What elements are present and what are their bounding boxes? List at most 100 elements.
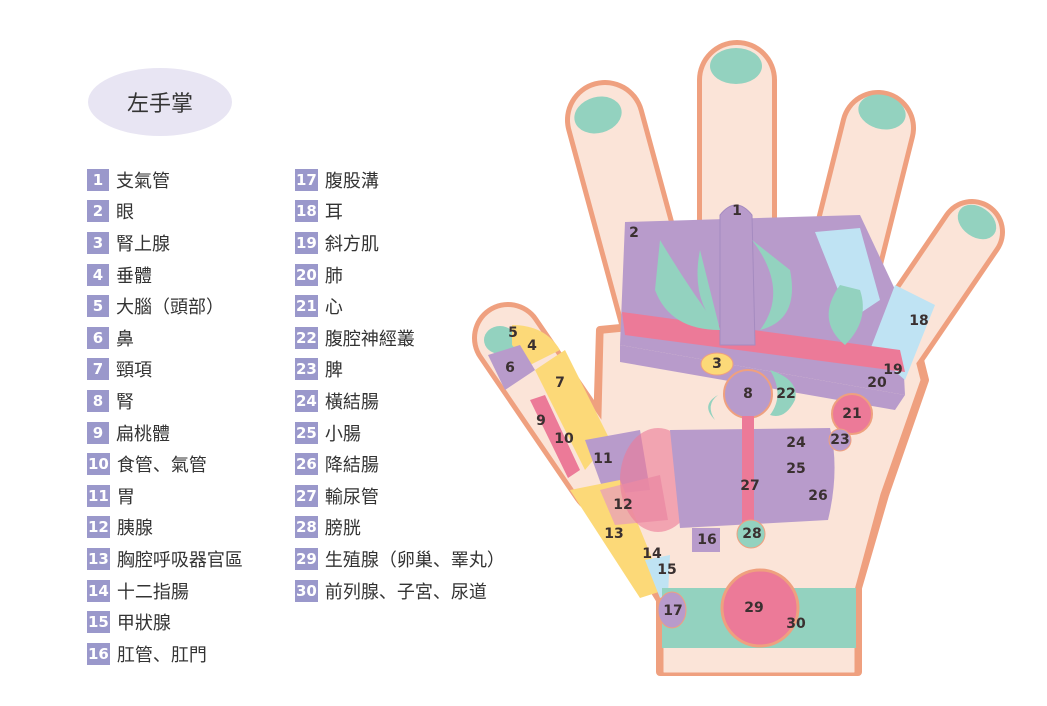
legend-number-badge: 23: [295, 358, 318, 381]
legend-item: 27 輸尿管: [295, 480, 505, 512]
legend-number-badge: 17: [295, 168, 318, 191]
region-label: 11: [593, 451, 612, 467]
region-label: 27: [740, 478, 759, 494]
legend-item: 24 橫結腸: [295, 385, 505, 417]
legend-number-badge: 8: [87, 389, 109, 412]
legend-label: 輸尿管: [324, 486, 379, 508]
region-gonads: [720, 568, 800, 648]
region-label: 23: [830, 432, 849, 448]
region-label: 26: [808, 488, 827, 504]
region-label: 7: [555, 375, 565, 391]
legend-item: 22 腹腔神經叢: [295, 322, 505, 354]
legend-label: 橫結腸: [324, 391, 379, 413]
legend-item: 17 腹股溝: [295, 164, 505, 196]
region-bronchi: [719, 204, 756, 346]
legend-item: 10 食管、氣管: [87, 448, 243, 480]
region-teal-leaves: [655, 240, 863, 345]
legend-item: 12 胰腺: [87, 512, 243, 544]
region-groin: [657, 591, 687, 629]
legend-number-badge: 6: [87, 326, 109, 349]
region-label: 4: [527, 338, 537, 354]
region-label: 30: [786, 616, 806, 632]
legend-label: 大腦（頭部）: [116, 297, 224, 319]
legend-label: 腹股溝: [324, 170, 379, 192]
legend-number-badge: 4: [87, 263, 109, 286]
region-label: 21: [842, 406, 861, 422]
legend-number-badge: 22: [295, 326, 318, 349]
legend-number-badge: 29: [295, 547, 318, 570]
legend-label: 膀胱: [324, 518, 361, 540]
legend-number-badge: 25: [295, 421, 318, 444]
region-bladder: [736, 519, 766, 549]
legend-number-badge: 13: [87, 547, 110, 570]
region-label: 20: [867, 375, 887, 391]
region-ureter: [742, 416, 754, 526]
legend-label: 腎: [116, 391, 134, 413]
legend-item: 16 肛管、肛門: [87, 638, 243, 670]
legend-label: 胰腺: [116, 518, 153, 540]
legend-label: 頸項: [116, 360, 152, 382]
legend-item: 3 腎上腺: [87, 227, 243, 259]
region-label: 15: [657, 562, 676, 578]
region-label: 14: [642, 546, 662, 562]
legend-number-badge: 16: [87, 642, 110, 665]
legend-label: 扁桃體: [116, 423, 170, 445]
legend-number-badge: 21: [295, 295, 318, 318]
region-celiac: [770, 370, 796, 416]
region-nose: [488, 345, 535, 390]
legend-item: 18 耳: [295, 196, 505, 228]
hand-title: 左手掌: [88, 68, 232, 136]
legend-number-badge: 3: [87, 231, 109, 254]
region-label: 8: [743, 386, 753, 402]
legend-label: 食管、氣管: [116, 455, 207, 477]
legend-number-badge: 7: [87, 358, 109, 381]
legend-label: 胸腔呼吸器官區: [116, 549, 243, 571]
region-label: 24: [786, 435, 806, 451]
fingertip-nails: [484, 48, 997, 354]
legend-label: 耳: [324, 202, 343, 224]
legend-label: 眼: [116, 202, 134, 224]
legend-number-badge: 12: [87, 516, 110, 539]
region-label: 2: [629, 225, 639, 241]
region-heart: [831, 393, 873, 435]
legend-label: 心: [324, 297, 343, 319]
region-label: 25: [786, 461, 805, 477]
legend-item: 11 胃: [87, 480, 243, 512]
legend-number-badge: 20: [295, 263, 318, 286]
legend-number-badge: 9: [87, 421, 109, 444]
legend-label: 腎上腺: [116, 233, 170, 255]
legend-label: 前列腺、子宮、尿道: [324, 581, 487, 603]
region-anus: [692, 528, 720, 552]
legend-label: 降結腸: [324, 455, 379, 477]
region-chest: [570, 480, 665, 598]
region-label: 29: [744, 600, 763, 616]
legend-number-badge: 10: [87, 453, 110, 476]
region-label: 22: [776, 386, 795, 402]
region-esophagus: [530, 395, 580, 478]
region-adrenal: [700, 352, 734, 376]
legend-number-badge: 2: [87, 200, 109, 223]
legend-number-badge: 24: [295, 389, 318, 412]
legend-item: 7 頸項: [87, 354, 243, 386]
legend-number-badge: 27: [295, 484, 318, 507]
legend-label: 鼻: [116, 328, 134, 350]
legend-number-badge: 18: [295, 200, 318, 223]
legend-label: 肛管、肛門: [116, 644, 207, 666]
legend-label: 胃: [116, 486, 135, 508]
region-label: 6: [505, 360, 515, 376]
legend-number-badge: 11: [87, 484, 110, 507]
region-label: 13: [604, 526, 623, 542]
legend-label: 腹腔神經叢: [324, 328, 415, 350]
legend-label: 垂體: [116, 265, 152, 287]
region-trapezius: [622, 312, 905, 372]
